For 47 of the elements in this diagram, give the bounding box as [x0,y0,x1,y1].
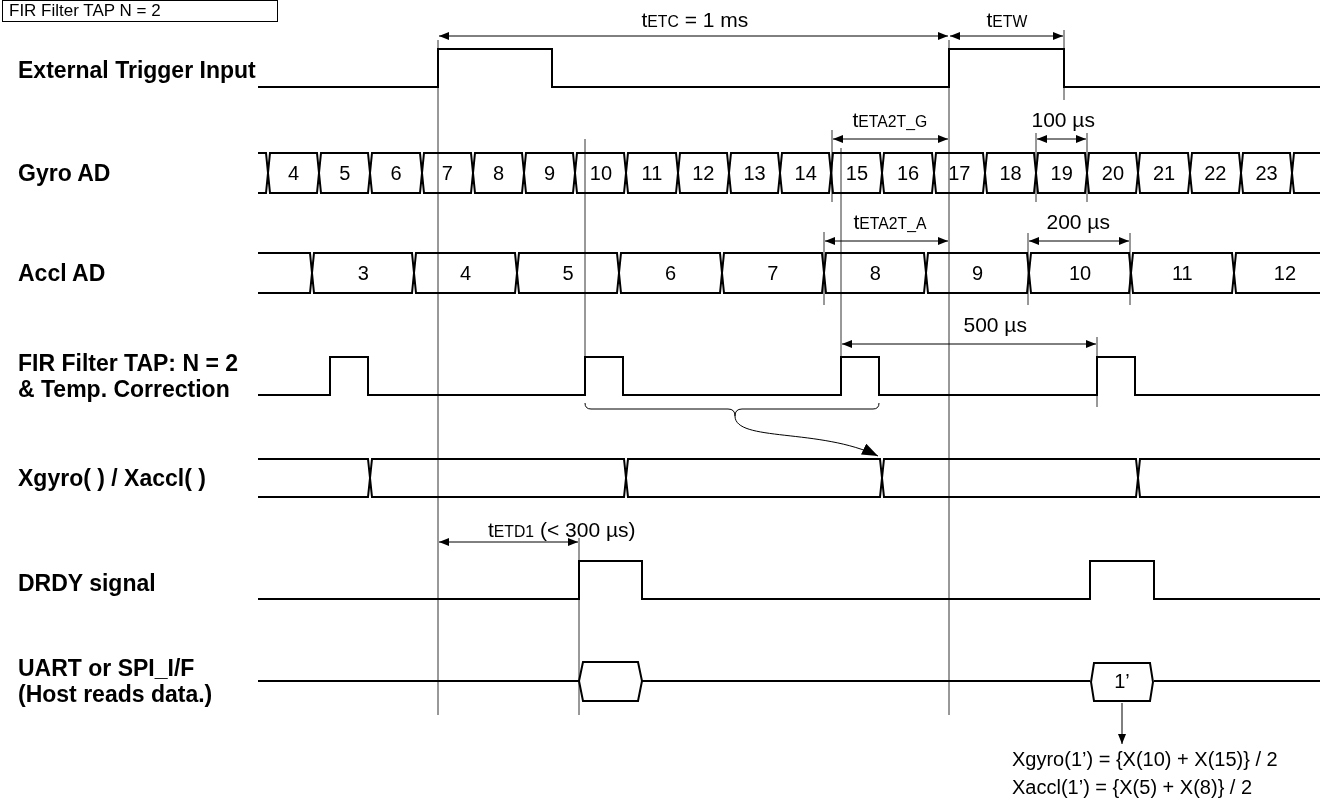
sample-number: 9 [972,261,984,285]
sample-number: 9 [544,161,556,185]
sample-number: 4 [460,261,472,285]
curly-brace [584,402,880,417]
sample-number: 6 [664,261,676,285]
sample-number: 11 [641,161,663,185]
sample-number: 22 [1204,161,1227,185]
sample-number: 12 [692,161,715,185]
dimension-label: 500 µs [963,313,1027,338]
sample-number: 13 [743,161,766,185]
sample-number: 4 [288,161,300,185]
dimension-label: 200 µs [1046,210,1110,235]
formula-text: Xaccl(1’) = {X(5) + X(8)} / 2 [1012,775,1254,800]
formula-text: Xgyro(1’) = {X(10) + X(15)} / 2 [1012,747,1278,772]
dimension-label: 100 µs [1031,108,1095,133]
sample-number: 5 [339,161,351,185]
sample-number: 23 [1255,161,1278,185]
sample-number: 17 [948,161,971,185]
arrow [1118,702,1126,745]
sample-number: 7 [767,261,779,285]
signal-name: External Trigger Input [18,57,256,84]
signal-name: Gyro AD [18,160,111,187]
sample-number: 10 [589,161,613,185]
sample-number: 15 [845,161,869,185]
signal-name: FIR Filter TAP: N = 2 & Temp. Correction [18,349,240,403]
arrow [734,415,879,457]
sample-number: 11 [1171,261,1193,285]
sample-number: 19 [1050,161,1073,185]
sample-number: 21 [1153,161,1176,185]
sample-number: 8 [492,161,504,185]
sample-number: 16 [897,161,920,185]
signal-name: DRDY signal [18,570,156,597]
sample-number: 20 [1101,161,1125,185]
signal-name: Xgyro( ) / Xaccl( ) [18,465,206,492]
sample-number: 8 [869,261,881,285]
sample-number: 3 [357,261,369,285]
signal-name: UART or SPI_I/F (Host reads data.) [18,654,214,708]
data-box: 1’ [1090,662,1154,702]
sample-number: 10 [1069,261,1092,285]
sample-number: 12 [1273,261,1297,285]
signal-name: Accl AD [18,260,106,287]
sample-number: 14 [794,161,817,185]
sample-number: 7 [441,161,453,185]
title-box: FIR Filter TAP N = 2 [2,0,278,22]
sample-number: 5 [562,261,574,285]
sample-number: 18 [999,161,1022,185]
sample-number: 6 [390,161,402,185]
